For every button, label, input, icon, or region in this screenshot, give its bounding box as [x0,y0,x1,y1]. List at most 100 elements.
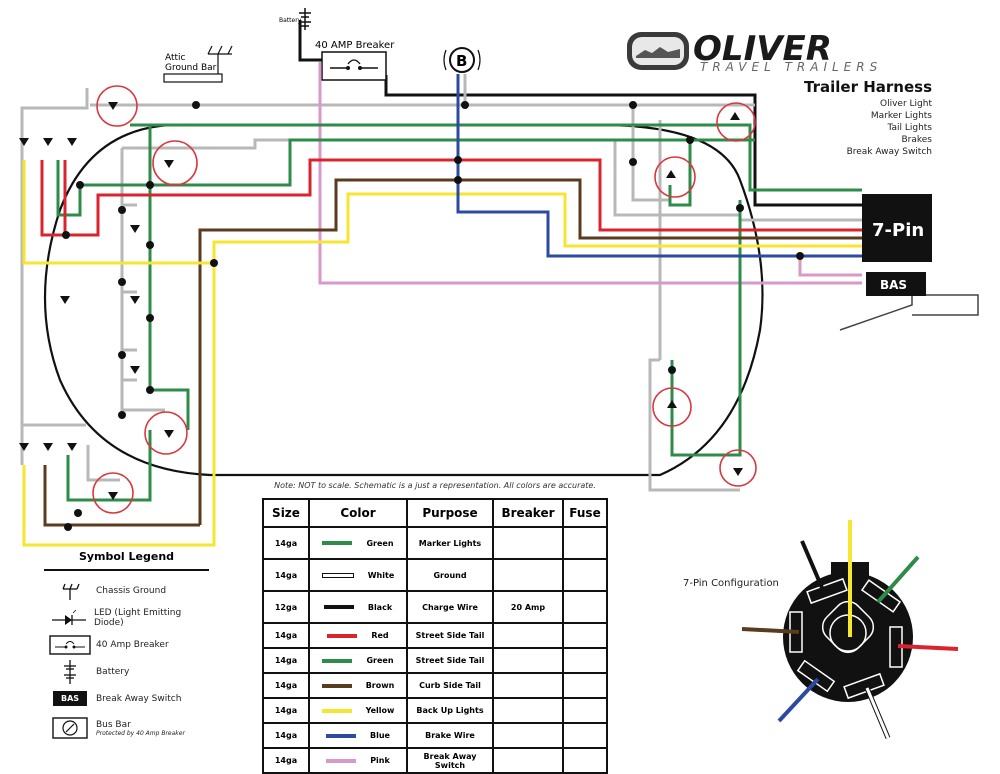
attic-label-2: Ground Bar [165,63,217,73]
legend-note: Protected by 40 Amp Breaker [96,729,185,737]
header-size: Size [262,498,310,528]
color-swatch [321,572,354,578]
chassis-ground-icon [62,583,80,600]
color-swatch [322,541,353,545]
cell-purpose: Street Side Tail [406,622,494,649]
wire-green-marker [56,123,862,502]
cell-breaker [492,672,564,699]
led-highlight-circles [92,85,757,514]
bas-icon: BAS [52,691,88,706]
cell-purpose: Charge Wire [406,590,494,624]
legend-label: 40 Amp Breaker [96,639,169,650]
subtitle-1: Oliver Light [880,99,932,109]
header-breaker: Breaker [492,498,564,528]
header-purpose: Purpose [406,498,494,528]
cell-purpose: Back Up Lights [406,697,494,724]
title-block: Trailer Harness Oliver Light Marker Ligh… [804,78,932,158]
battery-icon [64,659,76,684]
legend-item-chassis-ground: Chassis Ground [44,577,209,604]
color-name: Yellow [365,706,395,715]
scale-note: Note: NOT to scale. Schematic is a just … [274,481,596,490]
cell-size: 14ga [262,722,310,749]
color-swatch [321,708,352,713]
breaker-icon [49,634,91,655]
cell-breaker [492,622,564,649]
cell-size: 14ga [262,672,310,699]
cell-color: Black [308,590,408,624]
cell-fuse [562,697,608,724]
bus-bar-icon [52,717,88,739]
subtitle-3: Tail Lights [887,123,932,133]
cell-size: 14ga [262,558,310,592]
table-header-row: Size Color Purpose Breaker Fuse [262,498,608,528]
chassis-ground-icon [207,45,233,74]
color-name: Red [371,631,389,640]
cell-color: Pink [308,747,408,774]
brand-name: OLIVER [693,29,832,69]
cell-color: Red [308,622,408,649]
led-icon [51,609,86,625]
color-name: Brown [365,681,395,690]
oliver-logo: OLIVER TRAVEL TRAILERS [627,29,882,74]
color-name: Black [367,602,393,612]
cell-size: 12ga [262,590,310,624]
color-swatch [322,658,353,663]
symbol-legend: Symbol Legend Chassis Ground LED (Light … [44,550,209,744]
header-fuse: Fuse [562,498,608,528]
cell-breaker [492,558,564,592]
wire-brown-tail [43,178,862,527]
attic-label-1: Attic [165,53,186,63]
legend-item-bas: BAS Break Away Switch [44,685,209,712]
cell-purpose: Curb Side Tail [406,672,494,699]
color-swatch [321,683,352,688]
color-name: Blue [370,731,390,740]
color-name: Pink [370,756,390,765]
color-swatch [326,733,357,738]
cell-fuse [562,590,608,624]
battery-icon [299,8,311,30]
seven-pin-block [862,194,932,262]
table-row: 14ga Yellow Back Up Lights [262,697,608,724]
cell-size: 14ga [262,747,310,774]
cell-breaker [492,526,564,560]
bus-bar-letter: B [456,52,467,70]
cell-breaker [492,747,564,774]
wire-black-charge [298,20,862,207]
cell-fuse [562,526,608,560]
wire-yellow-backup [22,160,862,547]
color-name: White [367,570,395,580]
page-title: Trailer Harness [804,78,932,96]
seven-pin-label: 7-Pin [872,220,924,241]
seven-pin-config-label: 7-Pin Configuration [683,578,779,589]
cell-color: White [308,558,408,592]
cell-fuse [562,647,608,674]
color-swatch [326,758,357,763]
brand-tagline: TRAVEL TRAILERS [700,60,882,74]
breaker-label: 40 AMP Breaker [315,40,395,51]
cell-color: Yellow [308,697,408,724]
cell-fuse [562,747,608,774]
cell-size: 14ga [262,647,310,674]
subtitle-4: Brakes [901,135,932,145]
bas-label: BAS [880,278,907,292]
cell-purpose: Street Side Tail [406,647,494,674]
legend-label: Bus Bar [96,719,131,730]
legend-label: Chassis Ground [96,585,167,596]
cell-color: Brown [308,672,408,699]
seven-pin-connector [741,520,959,739]
cell-size: 14ga [262,697,310,724]
color-swatch [323,605,354,609]
tongue-outline [839,294,979,331]
cell-color: Blue [308,722,408,749]
bas-block [866,272,926,296]
attic-ground-bar [163,73,223,83]
cell-breaker [492,722,564,749]
